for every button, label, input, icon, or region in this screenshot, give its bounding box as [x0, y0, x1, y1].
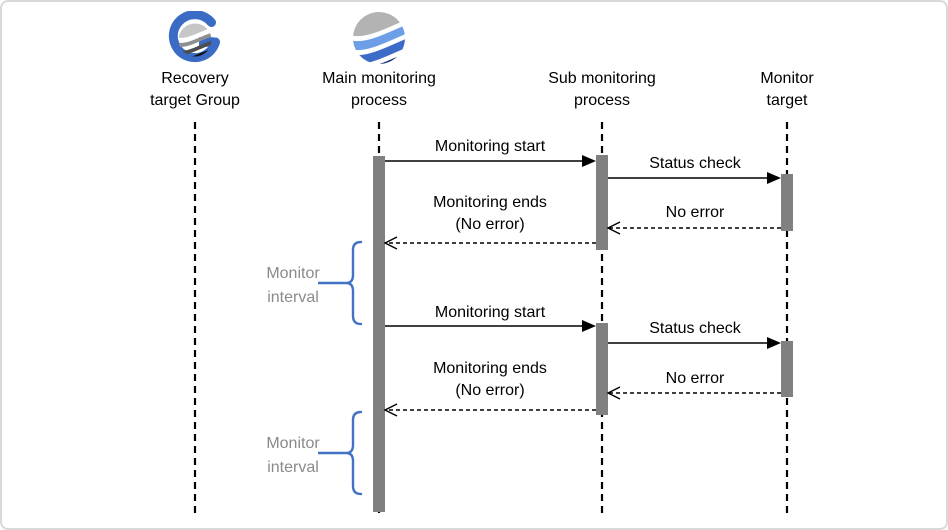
message-label-line1: Monitoring ends	[433, 360, 547, 377]
brace-monitor-interval-1	[318, 240, 363, 326]
message-label-status-check-1: Status check	[649, 155, 741, 172]
arrow-no-error-2	[606, 386, 781, 400]
actor-label-line1: Recovery	[161, 70, 229, 87]
actor-label-line2: process	[350, 92, 408, 109]
actor-header-main-monitoring-process: Main monitoring process	[279, 68, 479, 112]
actor-label-line2: process	[573, 92, 631, 109]
arrow-status-check-1	[608, 172, 781, 184]
arrow-monitoring-start-1	[385, 155, 596, 167]
annotation-line1: Monitor	[266, 435, 320, 452]
activation-bar-sub-1	[596, 155, 608, 250]
arrow-monitoring-ends-1	[383, 236, 596, 250]
message-label-no-error-2: No error	[665, 370, 725, 387]
actor-label-line1: Monitor	[760, 70, 814, 87]
brace-monitor-interval-2	[318, 410, 363, 496]
actor-label-line2: target Group	[150, 92, 240, 109]
actor-header-recovery-target-group: Recovery target Group	[95, 68, 295, 112]
message-label-no-error-1: No error	[665, 204, 725, 221]
actor-label-line1: Sub monitoring	[548, 70, 656, 87]
message-label-line1: Monitoring ends	[433, 194, 547, 211]
actor-header-monitor-target: Monitor target	[687, 68, 887, 112]
annotation-monitor-interval-2: Monitor interval	[266, 432, 319, 480]
arrow-status-check-2	[608, 337, 781, 349]
message-label-line2: (No error)	[455, 216, 525, 233]
message-label-status-check-2: Status check	[649, 320, 741, 337]
message-label-monitoring-start-1: Monitoring start	[434, 138, 546, 155]
message-label-line2: (No error)	[455, 382, 525, 399]
actor-label-line1: Main monitoring	[322, 70, 436, 87]
arrow-no-error-1	[606, 221, 781, 235]
activation-bar-target-2	[781, 341, 793, 397]
message-label-monitoring-ends-1: Monitoring ends (No error)	[433, 192, 547, 236]
globe-waves-icon	[353, 12, 405, 64]
message-label-monitoring-ends-2: Monitoring ends (No error)	[433, 358, 547, 402]
annotation-line1: Monitor	[266, 265, 320, 282]
actor-header-sub-monitoring-process: Sub monitoring process	[502, 68, 702, 112]
arrow-monitoring-ends-2	[383, 403, 596, 417]
activation-bar-sub-2	[596, 323, 608, 415]
annotation-monitor-interval-1: Monitor interval	[266, 262, 319, 310]
message-label-monitoring-start-2: Monitoring start	[434, 304, 546, 321]
g-globe-icon	[168, 11, 220, 63]
arrow-monitoring-start-2	[385, 320, 596, 332]
activation-bar-main	[373, 156, 385, 512]
annotation-line2: interval	[267, 459, 319, 476]
annotation-line2: interval	[267, 289, 319, 306]
activation-bar-target-1	[781, 174, 793, 231]
actor-label-line2: target	[766, 92, 808, 109]
